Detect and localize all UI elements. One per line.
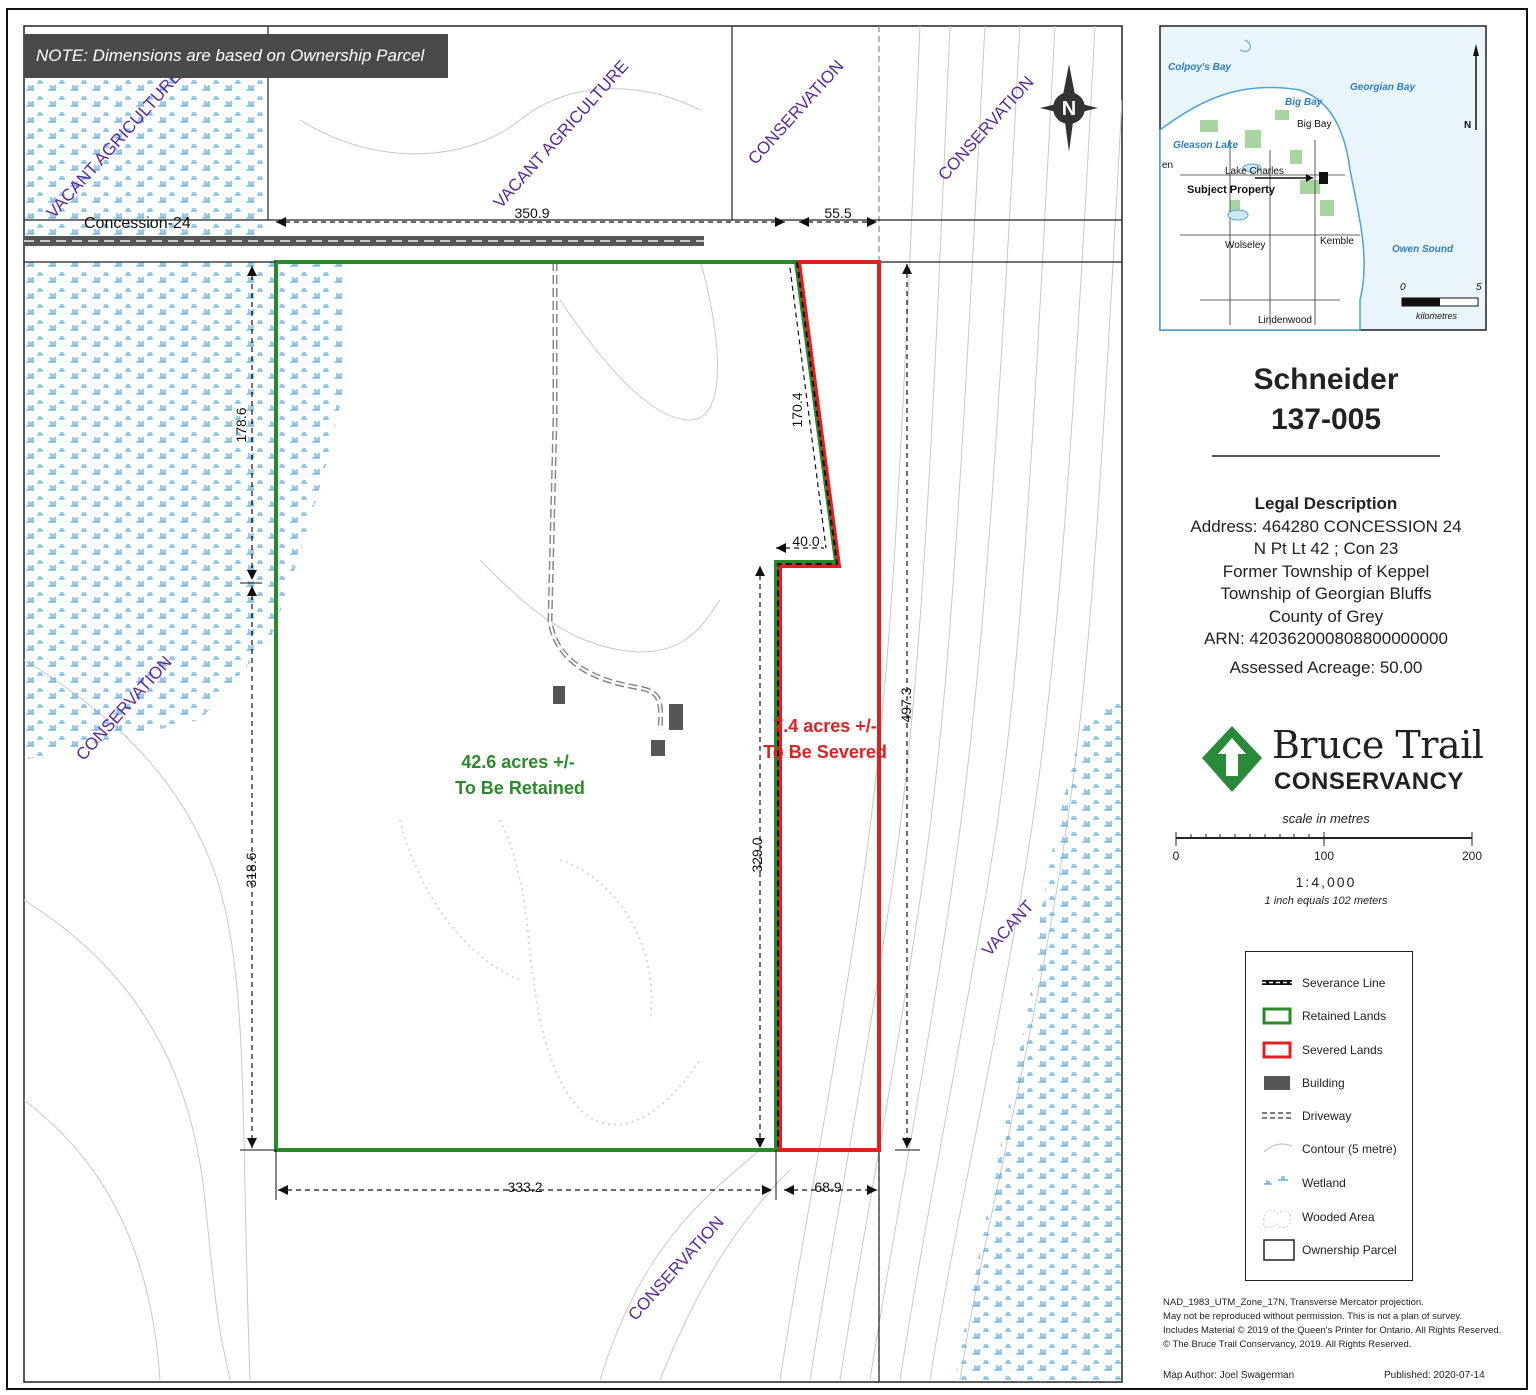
legend-retained-lands: Retained Lands — [1302, 1009, 1387, 1023]
svg-text:Lindenwood: Lindenwood — [1258, 315, 1312, 326]
svg-text:N: N — [1464, 120, 1471, 131]
svg-text:Colpoy's Bay: Colpoy's Bay — [1168, 62, 1231, 73]
dim-497: 497.3 — [898, 687, 914, 722]
wooded-area-icon — [1262, 1210, 1292, 1228]
inset-locator-map: Colpoy's Bay Georgian Bay Big Bay Big Ba… — [1159, 25, 1487, 331]
scale-bar: 0 100 200 — [1173, 832, 1482, 863]
severed-lands-icon — [1262, 1041, 1292, 1059]
legend-driveway: Driveway — [1302, 1109, 1352, 1123]
legend-ownership-parcel: Ownership Parcel — [1302, 1243, 1397, 1257]
legend-severed-lands: Severed Lands — [1302, 1043, 1383, 1057]
legend-wetland: Wetland — [1302, 1176, 1346, 1190]
legal-township: Township of Georgian Bluffs — [1220, 584, 1432, 603]
building-icon — [1264, 1076, 1290, 1090]
brand-name: Bruce Trail — [1272, 723, 1484, 767]
legend-severance-line: Severance Line — [1302, 976, 1386, 990]
svg-text:kilometres: kilometres — [1416, 311, 1458, 321]
retained-label-acres: 42.6 acres +/- — [461, 752, 575, 772]
dimension-note: NOTE: Dimensions are based on Ownership … — [24, 34, 448, 78]
disclaimer-copyright-ontario: Includes Material © 2019 of the Queen's … — [1163, 1325, 1502, 1336]
dim-350: 350.9 — [514, 205, 549, 221]
assessed-acreage: Assessed Acreage: 50.00 — [1229, 658, 1423, 677]
svg-text:Big Bay: Big Bay — [1285, 97, 1323, 108]
legend-contour: Contour (5 metre) — [1302, 1142, 1397, 1156]
property-name: Schneider — [1253, 363, 1399, 396]
dim-55: 55.5 — [824, 205, 851, 221]
svg-text:en: en — [1162, 160, 1173, 171]
building — [669, 704, 683, 730]
svg-text:Wolseley: Wolseley — [1225, 240, 1265, 251]
svg-text:0: 0 — [1173, 849, 1180, 863]
svg-text:Big Bay: Big Bay — [1297, 119, 1331, 130]
info-panel: Schneider 137-005 Legal Description Addr… — [1128, 18, 1524, 1386]
svg-text:Kemble: Kemble — [1320, 236, 1354, 247]
legal-address: Address: 464280 CONCESSION 24 — [1190, 516, 1462, 536]
legal-county: County of Grey — [1268, 606, 1384, 626]
bruce-trail-logo-icon — [1202, 726, 1262, 792]
road-label: Concession-24 — [84, 215, 191, 232]
disclaimer-projection: NAD_1983_UTM_Zone_17N, Transverse Mercat… — [1163, 1297, 1424, 1308]
scale-inch: 1 inch equals 102 meters — [1264, 895, 1388, 907]
dim-329: 329.0 — [749, 837, 765, 872]
legal-lot: N Pt Lt 42 ; Con 23 — [1253, 539, 1399, 558]
dim-318: 318.6 — [243, 852, 259, 887]
dimension-ticks — [240, 261, 920, 1200]
wetland-east — [955, 700, 1122, 1382]
disclaimer-reproduction: May not be reproduced without permission… — [1163, 1311, 1463, 1322]
north-arrow-icon: N — [1040, 64, 1098, 152]
driveway-icon — [1262, 1112, 1292, 1119]
svg-text:100: 100 — [1314, 849, 1334, 863]
svg-text:0: 0 — [1400, 282, 1406, 293]
dim-178: 178.6 — [233, 407, 249, 442]
svg-text:Owen Sound: Owen Sound — [1392, 244, 1454, 255]
wetland-nw — [24, 80, 268, 240]
severance-line-icon — [1262, 980, 1292, 985]
contour-icon — [1263, 1143, 1293, 1153]
dim-40: 40.0 — [792, 533, 819, 549]
wetland-west — [24, 262, 345, 760]
dim-333: 333.2 — [507, 1179, 542, 1195]
severance-line — [777, 261, 839, 1150]
retained-label-text: To Be Retained — [455, 778, 585, 798]
brand-subtitle: CONSERVANCY — [1274, 768, 1464, 795]
legal-former-township: Former Township of Keppel — [1222, 561, 1430, 581]
map-author: Map Author: Joel Swagerman — [1163, 1370, 1295, 1381]
svg-text:200: 200 — [1462, 849, 1482, 863]
severed-lands — [778, 260, 881, 1152]
legend: Severance Line Retained Lands Severed La… — [1245, 951, 1413, 1281]
legend-wooded-area: Wooded Area — [1302, 1210, 1375, 1224]
dimension-arrows — [247, 217, 912, 1195]
retained-lands-icon — [1262, 1007, 1292, 1025]
svg-text:5: 5 — [1476, 282, 1482, 293]
scale-caption: scale in metres — [1282, 811, 1370, 826]
published-date: Published: 2020-07-14 — [1384, 1370, 1485, 1381]
scale-ratio: 1:4,000 — [1295, 874, 1357, 890]
building — [651, 740, 665, 756]
legend-building: Building — [1302, 1076, 1345, 1090]
svg-text:Gleason Lake: Gleason Lake — [1173, 140, 1238, 151]
severed-label-text: To Be Severed — [763, 742, 887, 762]
severed-label-acres: 7.4 acres +/- — [773, 716, 877, 736]
svg-text:Subject Property: Subject Property — [1187, 184, 1276, 196]
wooded-outlines — [399, 819, 701, 1126]
svg-text:Georgian Bay: Georgian Bay — [1350, 82, 1415, 93]
svg-text:N: N — [1062, 98, 1076, 120]
dim-170: 170.4 — [789, 392, 805, 427]
legal-header: Legal Description — [1254, 494, 1398, 513]
contour-lines — [24, 26, 1122, 1381]
property-id: 137-005 — [1270, 403, 1382, 436]
legal-description: Legal Description Address: 464280 CONCES… — [1128, 493, 1524, 651]
wetland-icon — [1264, 1176, 1288, 1185]
ownership-parcel-icon — [1263, 1239, 1295, 1261]
building — [553, 686, 565, 704]
map-disclaimer: NAD_1983_UTM_Zone_17N, Transverse Mercat… — [1163, 1296, 1523, 1352]
map-frame — [6, 8, 1528, 1390]
dim-68: 68.9 — [814, 1179, 841, 1195]
disclaimer-copyright-btc: © The Bruce Trail Conservancy, 2019. All… — [1163, 1339, 1412, 1350]
dimension-lines — [251, 221, 908, 1191]
svg-text:Lake Charles: Lake Charles — [1225, 166, 1284, 177]
legal-arn: ARN: 420362000808800000000 — [1204, 629, 1448, 648]
